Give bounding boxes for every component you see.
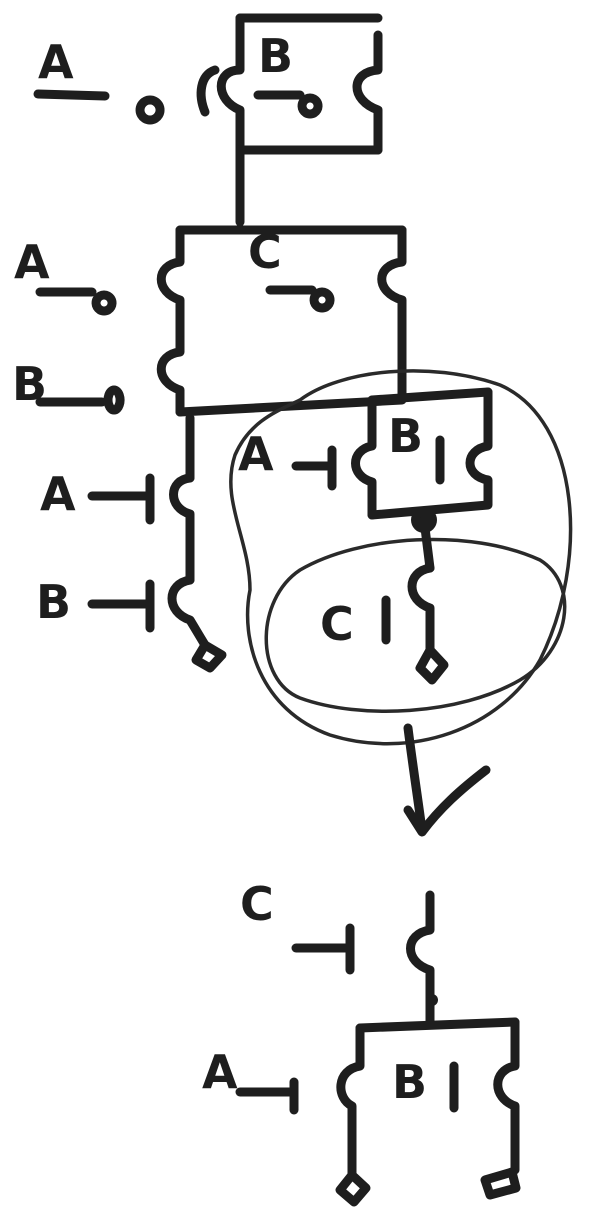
- middle-b-bubble: [103, 385, 125, 415]
- middle-pmos-group: A B C: [12, 225, 407, 417]
- middle-b-device: [156, 335, 185, 417]
- circled-a-device: [351, 395, 377, 520]
- transform-arrow: [403, 723, 491, 837]
- circled-mid-wire: [419, 515, 435, 573]
- bottom-a-device: [336, 1023, 365, 1180]
- circled-b-device: [367, 387, 493, 520]
- top-input-b-label: B: [258, 29, 293, 83]
- bottom-a-ground: [335, 1170, 371, 1207]
- left-input-b-label: B: [36, 575, 71, 629]
- middle-input-c-label: C: [248, 225, 282, 279]
- left-nmos-group: A B: [36, 413, 227, 673]
- circled-rail: [367, 387, 493, 405]
- top-pmos-group: A B: [33, 13, 383, 227]
- bottom-b-ground: [480, 1167, 521, 1200]
- left-b-device: [167, 575, 210, 650]
- top-b-device: [352, 30, 383, 155]
- left-ground: [191, 640, 227, 673]
- circled-input-a-label: A: [238, 427, 274, 481]
- circled-c-device: [407, 563, 435, 655]
- middle-c-bubble: [309, 287, 335, 313]
- circled-nmos-group: A B C: [229, 369, 573, 746]
- top-a-channel: [196, 65, 220, 117]
- bottom-input-c-label: C: [240, 877, 274, 931]
- bottom-input-b-label: B: [392, 1055, 427, 1109]
- top-a-bubble: [135, 95, 165, 125]
- middle-c-device: [377, 225, 407, 403]
- middle-a-bubble: [91, 290, 117, 316]
- left-a-device: [169, 473, 195, 585]
- circled-ground: [415, 645, 449, 685]
- arrow-head: [403, 765, 491, 837]
- bottom-input-a-label: A: [202, 1045, 238, 1099]
- bottom-rail: [355, 1017, 520, 1033]
- top-b-bubble: [297, 93, 323, 119]
- bottom-nmos-group: C A B: [202, 877, 521, 1207]
- middle-a-device: [156, 225, 185, 345]
- arrow-shaft: [403, 723, 427, 835]
- top-a-underline: [33, 89, 110, 101]
- circled-input-b-label: B: [388, 409, 423, 463]
- bottom-junction: [426, 994, 438, 1006]
- circled-input-c-label: C: [320, 597, 354, 651]
- inner-loop: [264, 537, 567, 713]
- top-a-device: [216, 40, 245, 155]
- middle-input-a-label: A: [14, 235, 50, 289]
- bottom-b-device: [493, 1017, 520, 1175]
- top-input-a-label: A: [38, 35, 74, 89]
- left-input-a-label: A: [40, 467, 76, 521]
- bottom-c-device: [406, 890, 435, 1027]
